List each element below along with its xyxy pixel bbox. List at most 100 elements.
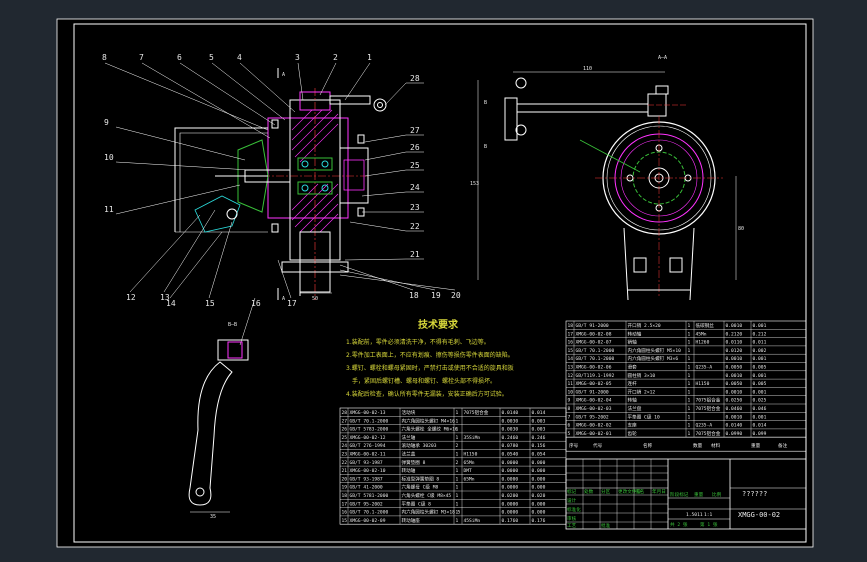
bom-lower-r13-c3: 1 (456, 518, 459, 524)
bom-upper-r5-c1: XMGG-00-02-06 (576, 365, 612, 371)
title-block-label-0: 标记 (567, 488, 577, 495)
requirement-line-4: 手，紧固后螺钉槽、螺母和螺钉、螺栓头部不得损坏。 (352, 377, 496, 385)
detail-title: B—B (228, 322, 237, 328)
bom-lower-r9-c3: 1 (456, 485, 459, 491)
bom-upper-r0-c4: 低碳钢丝 (696, 322, 715, 329)
bom-lower-r11-c3: 1 (456, 501, 459, 507)
bom-lower-r4-c3: 2 (456, 443, 459, 449)
bom-lower-r5-c6: 0.054 (532, 452, 546, 458)
bom-lower-r5-c4: H1150 (464, 452, 478, 458)
leader-number-17: 17 (287, 299, 297, 308)
bom-header-3: 数量 (693, 442, 703, 449)
bom-lower-r5-c3: 1 (456, 452, 459, 458)
bom-upper-r12-c3: 1 (688, 423, 691, 429)
bom-lower-r6-c6: 0.000 (532, 460, 546, 466)
title-block-label-10: 批准 (601, 522, 611, 529)
bom-upper-r6-c3: 1 (688, 373, 691, 379)
bom-upper-r4-c6: 0.001 (753, 356, 767, 362)
bom-upper-r13-c3: 1 (688, 431, 691, 437)
bom-lower-r4-c5: 0.0780 (502, 443, 519, 449)
bom-lower-r1-c6: 0.003 (532, 418, 546, 424)
bom-lower-r6-c0: 22 (342, 460, 348, 466)
scale: 1:1 (704, 512, 713, 518)
bom-upper-r6-c5: 0.0010 (726, 373, 743, 379)
bom-lower-r13-c2: 转动轴座 (402, 517, 421, 524)
bom-lower-r6-c4: 65Mn (464, 460, 475, 466)
bom-lower-r5-c5: 0.0540 (502, 452, 519, 458)
title-block-label-3: 更改文件号 (618, 488, 641, 495)
bom-lower-r2-c2: 六角头螺栓 全螺纹 M6×16 (402, 426, 458, 433)
section-mark-top: A (282, 72, 285, 78)
bom-upper-r2-c5: 0.0110 (726, 340, 743, 346)
bom-lower-r6-c2: 弹簧垫圈 8 (402, 459, 426, 466)
bom-upper-r4-c1: GB/T 70.1-2000 (576, 356, 615, 362)
bom-upper-r1-c2: 转动轴 (628, 330, 642, 337)
bom-upper-r8-c2: 开口销 2×12 (628, 388, 656, 395)
bom-lower-r6-c5: 0.0000 (502, 460, 519, 466)
leader-number-8: 8 (102, 53, 107, 62)
title-block-label-8: 审核 (567, 515, 577, 522)
bom-lower-r12-c0: 16 (342, 510, 348, 516)
leader-number-26: 26 (410, 143, 420, 152)
bom-lower-r9-c6: 0.000 (532, 485, 546, 491)
bom-lower-r11-c1: GB/T 95-2002 (350, 501, 383, 507)
bom-lower-r13-c5: 0.1760 (502, 518, 519, 524)
bom-lower-r4-c0: 24 (342, 443, 348, 449)
title-block-label-6: 设计 (567, 497, 577, 504)
bom-upper-r8-c1: GB/T 91-2000 (576, 389, 609, 395)
bom-upper-r0-c5: 0.0010 (726, 323, 743, 329)
title-block-label-7: 标准化 (567, 506, 581, 513)
bom-lower-r10-c5: 0.0200 (502, 493, 519, 499)
bom-upper-r10-c0: 8 (568, 406, 571, 412)
mark-b1: B (484, 100, 487, 106)
sheets-total: 共 2 张 (670, 521, 688, 528)
bom-lower-r7-c6: 0.000 (532, 468, 546, 474)
leader-number-16: 16 (251, 299, 261, 308)
bom-upper-r12-c5: 0.0140 (726, 423, 743, 429)
bom-upper-r9-c2: 转轴 (628, 397, 638, 404)
bom-lower-r1-c0: 27 (342, 418, 348, 424)
bom-lower-r7-c4: DMT (464, 468, 473, 474)
bom-lower-r0-c5: 0.0140 (502, 410, 519, 416)
bom-lower-r4-c1: GB/T 276-1994 (350, 443, 386, 449)
title-block-label-12: 重量 (694, 491, 704, 498)
bom-lower-r8-c3: 1 (456, 476, 459, 482)
bom-upper-r10-c6: 0.046 (753, 406, 767, 412)
requirements-title: 技术要求 (418, 318, 459, 331)
bom-lower-r12-c3: 1 (456, 510, 459, 516)
bom-upper-r1-c1: XMGG-00-02-08 (576, 331, 612, 337)
bom-lower-r0-c0: 28 (342, 410, 348, 416)
bom-upper-r10-c5: 0.0460 (726, 406, 743, 412)
title-block-label-1: 处数 (584, 488, 594, 495)
bom-upper-r5-c5: 0.0050 (726, 365, 743, 371)
bom-upper-r11-c0: 7 (568, 414, 571, 420)
title-block-grid: 标记处数分区更改文件号签名年月日设计标准化审核工艺批准阶段标记重量比例 (566, 459, 722, 529)
bom-lower-r3-c4: 35SiMn (464, 435, 481, 441)
bom-lower-r3-c6: 0.246 (532, 435, 546, 441)
side-view: A—A 110 153 80 B B (470, 55, 744, 301)
bom-header-5: 重量 (751, 442, 761, 449)
leader-number-9: 9 (104, 118, 109, 127)
bom-lower-r7-c1: XMGG-00-02-10 (350, 468, 386, 474)
bom-upper-r9-c3: 1 (688, 398, 691, 404)
bom-lower-r9-c0: 19 (342, 485, 348, 491)
bom-upper-r4-c2: 内六角圆柱头螺钉 M3×6 (628, 355, 679, 362)
bom-upper-r13-c2: 齿轮 (628, 430, 638, 437)
bom-lower-r3-c3: 1 (456, 435, 459, 441)
requirement-line-2: 2.零件加工表面上，不应有划痕、擦伤等损伤零件表面的缺陷。 (346, 351, 514, 359)
title-block-label-5: 年月日 (652, 488, 666, 495)
bom-upper-r10-c1: XMGG-00-02-03 (576, 406, 612, 412)
bom-lower-r0-c3: 1 (456, 410, 459, 416)
bom-upper-r10-c2: 法兰盘 (628, 405, 642, 412)
bom-lower-r0-c4: 7075铝合金 (464, 409, 489, 416)
leader-number-21: 21 (410, 250, 420, 259)
bom-lower-r3-c0: 25 (342, 435, 348, 441)
bom-lower-r11-c2: 平垫圈 C级 8 (402, 500, 432, 507)
bom-lower-r12-c6: 0.000 (532, 510, 546, 516)
bom-upper-r6-c6: 0.001 (753, 373, 767, 379)
bom-upper-r9-c1: XMGG-00-02-04 (576, 398, 612, 404)
title-block: 标记处数分区更改文件号签名年月日设计标准化审核工艺批准阶段标记重量比例 ????… (565, 458, 807, 530)
